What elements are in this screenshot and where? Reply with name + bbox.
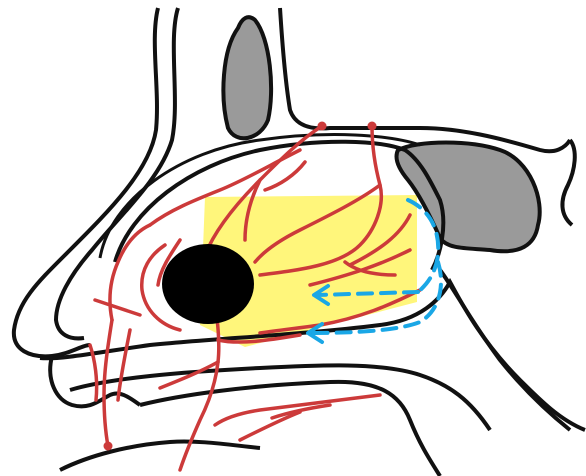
posterior-wall bbox=[562, 140, 574, 225]
vessel-dot-incisive bbox=[104, 442, 113, 451]
lower-jaw bbox=[60, 442, 260, 470]
nasopharynx-wall bbox=[440, 270, 570, 430]
vessel-dot-anterior bbox=[318, 122, 327, 131]
oral-cavity bbox=[140, 382, 440, 476]
external-nose-profile bbox=[14, 8, 158, 356]
frontal-sinus bbox=[223, 17, 271, 138]
vessel-incisive-2 bbox=[118, 330, 130, 400]
vessel-left-plexus-3 bbox=[95, 300, 140, 315]
nasal-bone-inner bbox=[56, 8, 178, 338]
vessel-palatine-2 bbox=[240, 412, 300, 440]
vessel-dot-posterior bbox=[368, 122, 377, 131]
sphenoid-sinus bbox=[396, 143, 539, 252]
septal-perforation bbox=[162, 244, 254, 324]
